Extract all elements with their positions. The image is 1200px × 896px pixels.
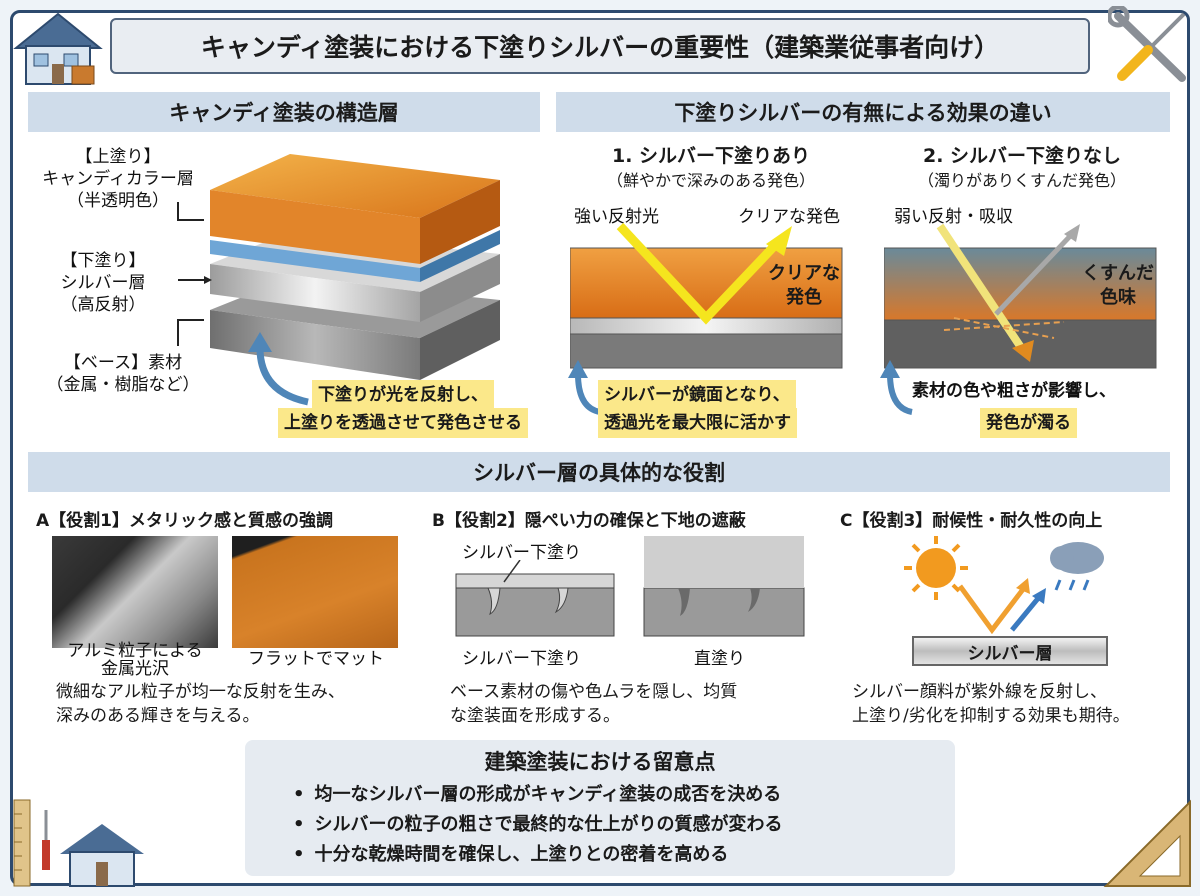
role-b-img2-label: 直塗り: [694, 649, 745, 669]
with-callout-2: 透過光を最大限に活かす: [598, 408, 797, 438]
wrench-screwdriver-icon: [1108, 6, 1186, 82]
without-callout-1: 素材の色や粗さが影響し、: [912, 381, 1116, 401]
base-label: 【ベース】素材 （金属・樹脂など）: [46, 353, 200, 395]
role-b-title: B【役割2】隠ぺい力の確保と下地の遮蔽: [432, 511, 746, 531]
matte-sample-image: [232, 536, 398, 648]
list-item: 均一なシルバー層の形成がキャンディ塗装の成否を決める: [293, 780, 783, 810]
role-b-inner-label: シルバー下塗り: [462, 543, 581, 563]
without-silver-subtitle: （濁りがありくすんだ発色）: [917, 171, 1126, 190]
role-a-img1-label: アルミ粒子による 金属光沢: [67, 641, 203, 679]
role-a-img2-label: フラットでマット: [248, 649, 384, 669]
page-title: キャンディ塗装における下塗りシルバーの重要性（建築業従事者向け）: [110, 18, 1090, 74]
with-inner-label: クリアな 発色: [768, 263, 840, 308]
notes-list: 均一なシルバー層の形成がキャンディ塗装の成否を決める シルバーの粒子の粗さで最終…: [293, 780, 783, 870]
house-icon: [13, 12, 103, 85]
top-coat-label: 【上塗り】 キャンディカラー層 （半透明色）: [42, 147, 194, 211]
with-silver-title: 1. シルバー下塗りあり: [611, 145, 811, 167]
with-callout-1: シルバーが鏡面となり、: [598, 380, 796, 410]
with-silver-subtitle: （鮮やかで深みのある発色）: [606, 171, 815, 190]
scratched-surface-image: [644, 536, 804, 588]
list-item: シルバーの粒子の粗さで最終的な仕上がりの質感が変わる: [293, 810, 783, 840]
list-item: 十分な乾燥時間を確保し、上塗りとの密着を高める: [293, 840, 783, 870]
with-silver-diagram: [570, 222, 843, 369]
ruler-screwdriver-house-icon: [13, 799, 144, 887]
clear-color-label: クリアな発色: [738, 207, 840, 227]
weak-reflection-label: 弱い反射・吸収: [894, 207, 1013, 227]
roles-heading: シルバー層の具体的な役割: [28, 452, 1170, 492]
notes-heading: 建築塗装における留意点: [484, 750, 716, 774]
without-silver-diagram: [884, 223, 1157, 369]
structure-callout-2: 上塗りを透過させて発色させる: [278, 408, 528, 438]
without-inner-label: くすんだ 色味: [1082, 263, 1154, 308]
without-silver-title: 2. シルバー下塗りなし: [922, 145, 1122, 167]
hiding-power-diagram: [455, 560, 805, 637]
under-coat-label: 【下塗り】 シルバー層 （高反射）: [60, 251, 146, 315]
layer-stack-diagram: [177, 154, 500, 406]
strong-reflection-label: 強い反射光: [574, 207, 659, 227]
role-a-desc: 微細なアル粒子が均一な反射を生み、 深みのある輝きを与える。: [56, 682, 345, 726]
without-callout-2: 発色が濁る: [980, 408, 1077, 438]
weather-reflection-diagram: [904, 536, 1104, 634]
role-c-title: C【役割3】耐候性・耐久性の向上: [840, 511, 1103, 531]
comparison-heading: 下塗りシルバーの有無による効果の違い: [556, 92, 1170, 132]
structure-heading: キャンディ塗装の構造層: [28, 92, 540, 132]
silver-layer-bar: シルバー層: [912, 636, 1108, 666]
triangle-ruler-icon: [1103, 799, 1191, 887]
role-c-desc: シルバー顔料が紫外線を反射し、 上塗り/劣化を抑制する効果も期待。: [852, 682, 1130, 726]
role-b-img1-label: シルバー下塗り: [462, 649, 581, 669]
role-a-title: A【役割1】メタリック感と質感の強調: [36, 511, 333, 531]
without-callout-arrow-icon: [880, 360, 913, 415]
notes-panel: 建築塗装における留意点 均一なシルバー層の形成がキャンディ塗装の成否を決める シ…: [245, 740, 955, 876]
structure-callout-1: 下塗りが光を反射し、: [312, 380, 494, 410]
with-callout-arrow-icon: [568, 360, 601, 415]
aluminum-sample-image: [52, 536, 218, 648]
role-b-desc: ベース素材の傷や色ムラを隠し、均質 な塗装面を形成する。: [450, 682, 738, 726]
